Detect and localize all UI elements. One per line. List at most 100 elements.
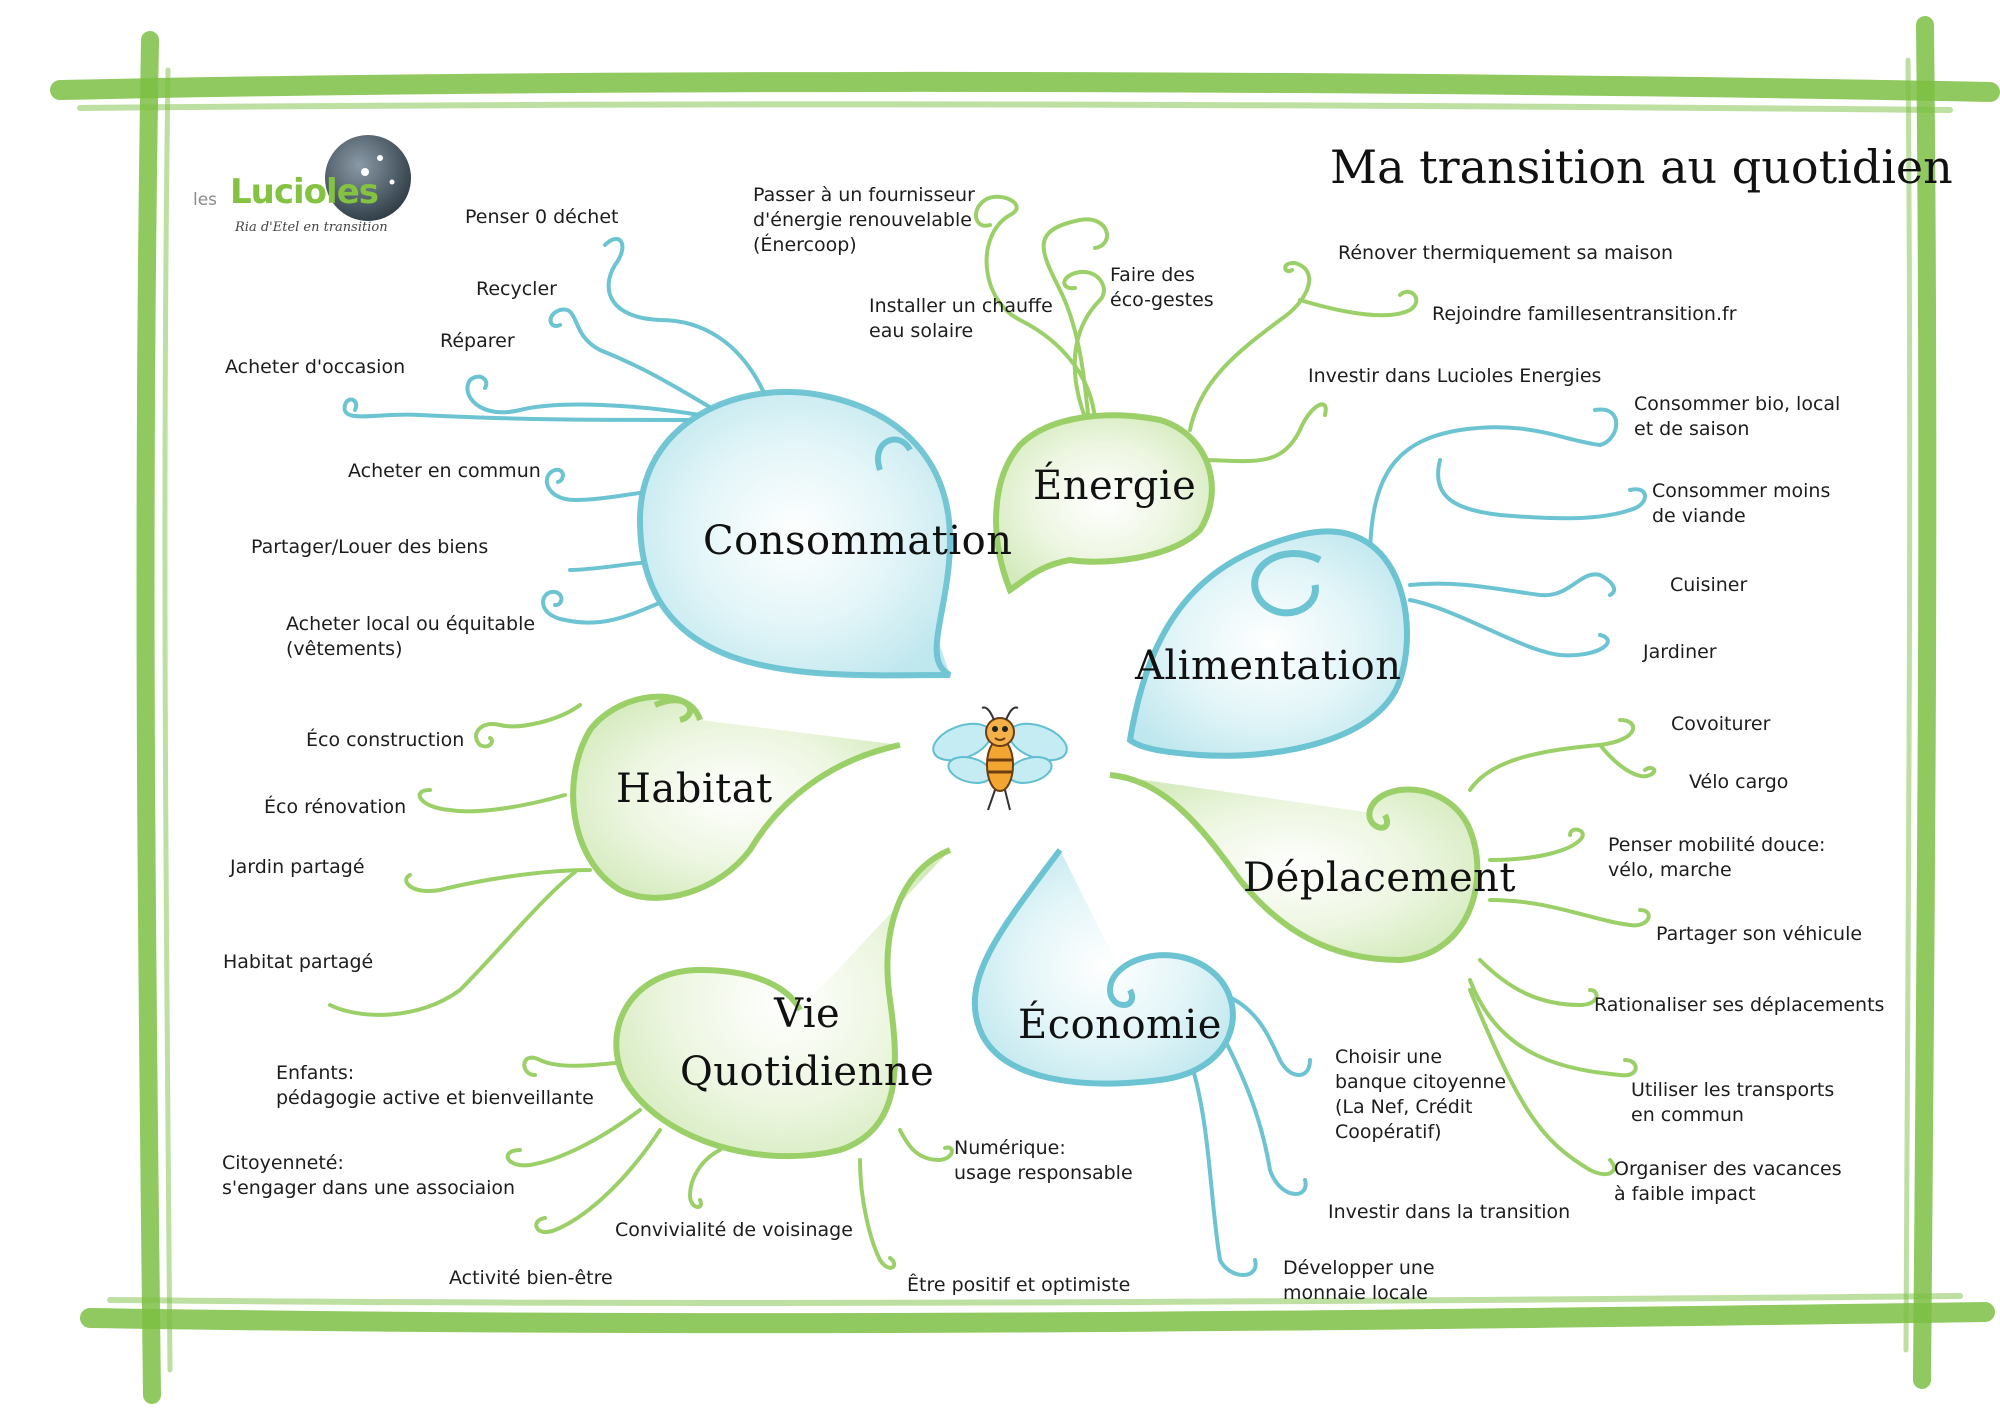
leaf-numerique: Numérique: usage responsable [954, 1136, 1133, 1186]
blob-alimentation [1126, 528, 1410, 759]
leaf-label-line: Habitat partagé [223, 951, 374, 973]
leaf-label-line: Partager/Louer des biens [251, 536, 489, 558]
leaf-label-line: Investir dans la transition [1328, 1201, 1571, 1223]
leaf-label-line: Jardiner [1643, 641, 1717, 663]
leaf-chauffe-eau: Installer un chauffe eau solaire [869, 294, 1053, 344]
leaf-eco-renovation: Éco rénovation [264, 795, 406, 820]
leaf-jardin-partage: Jardin partagé [230, 855, 365, 880]
leaf-label-line: s'engager dans une associaion [222, 1177, 516, 1199]
firefly-mascot-icon [932, 706, 1068, 811]
leaf-partager-vehicule: Partager son véhicule [1656, 922, 1862, 947]
leaf-label-line: Citoyenneté: [222, 1152, 344, 1174]
leaf-label-line: Utiliser les transports [1631, 1079, 1835, 1101]
hub-economie: Économie [1018, 1002, 1222, 1048]
leaf-label-line: Investir dans Lucioles Energies [1308, 365, 1602, 387]
leaf-investir-lucioles: Investir dans Lucioles Energies [1308, 364, 1601, 389]
hub-label-line: Énergie [1033, 463, 1197, 509]
leaf-label-line: Éco construction [306, 729, 465, 751]
leaf-fournisseur: Passer à un fournisseur d'énergie renouve… [753, 183, 975, 258]
logo-emblem [325, 135, 411, 221]
leaf-label-line: Convivialité de voisinage [615, 1219, 853, 1241]
leaf-rejoindre: Rejoindre famillesentransition.fr [1432, 302, 1737, 327]
leaf-label-line: éco-gestes [1110, 289, 1214, 311]
blob-deplacement [1109, 772, 1481, 964]
leaf-label-line: Être positif et optimiste [907, 1274, 1131, 1296]
leaf-label-line: Consommer bio, local [1634, 393, 1841, 415]
leaf-label-line: Réparer [440, 330, 515, 352]
leaf-label-line: Jardin partagé [230, 856, 365, 878]
leaf-label-line: en commun [1631, 1104, 1744, 1126]
leaf-label-line: d'énergie renouvelable [753, 209, 972, 231]
hub-label-line: Économie [1018, 1002, 1222, 1048]
leaf-label-line: Éco rénovation [264, 796, 407, 818]
leaf-renover: Rénover thermiquement sa maison [1338, 241, 1673, 266]
leaf-reparer: Réparer [440, 329, 515, 354]
leaf-label-line: Enfants: [276, 1062, 355, 1084]
hub-consommation: Consommation [703, 518, 1012, 564]
logo-name: Lucioles [230, 172, 379, 212]
leaf-label-line: (vêtements) [286, 638, 403, 660]
leaf-rationaliser: Rationaliser ses déplacements [1594, 993, 1884, 1018]
leaf-velo-cargo: Vélo cargo [1689, 770, 1788, 795]
leaf-recycler: Recycler [476, 277, 557, 302]
leaf-label-line: Coopératif) [1335, 1121, 1442, 1143]
leaf-label-line: Rénover thermiquement sa maison [1338, 242, 1674, 264]
hub-label-line: Consommation [703, 518, 1013, 564]
leaf-partager-louer: Partager/Louer des biens [251, 535, 488, 560]
leaf-label-line: Acheter en commun [348, 460, 541, 482]
frame-border [50, 16, 2000, 1404]
leaf-investir-transition: Investir dans la transition [1328, 1200, 1570, 1225]
blob-habitat [570, 693, 901, 901]
leaf-label-line: Acheter d'occasion [225, 356, 406, 378]
leaf-label-line: Acheter local ou équitable [286, 613, 536, 635]
leaf-label-line: Choisir une [1335, 1046, 1443, 1068]
logo-tagline: Ria d'Etel en transition [235, 220, 388, 235]
blob-economie [971, 848, 1236, 1087]
leaf-eco-construction: Éco construction [306, 728, 464, 753]
hub-deplacement: Déplacement [1243, 855, 1516, 901]
leaf-positif: Être positif et optimiste [907, 1273, 1130, 1298]
leaf-label-line: Rationaliser ses déplacements [1594, 994, 1885, 1016]
leaf-covoiturer: Covoiturer [1671, 712, 1770, 737]
leaf-label-line: Consommer moins [1652, 480, 1831, 502]
leaf-label-line: Numérique: [954, 1137, 1066, 1159]
leaf-label-line: Installer un chauffe [869, 295, 1053, 317]
leaf-label-line: et de saison [1634, 418, 1750, 440]
hub-label-line: Alimentation [1135, 643, 1402, 689]
logo: les Lucioles Ria d'Etel en transition [190, 138, 420, 243]
blob-energie [993, 412, 1215, 595]
leaf-label-line: Développer une [1283, 1257, 1435, 1279]
hub-label-line: Déplacement [1243, 855, 1516, 901]
leaf-label-line: (Énercoop) [753, 234, 857, 256]
leaf-label-line: de viande [1652, 505, 1746, 527]
leaf-label-line: usage responsable [954, 1162, 1133, 1184]
leaf-label-line: Rejoindre famillesentransition.fr [1432, 303, 1737, 325]
leaf-label-line: pédagogie active et bienveillante [276, 1087, 594, 1109]
leaf-label-line: Activité bien-être [449, 1267, 613, 1289]
hub-alimentation: Alimentation [1135, 643, 1401, 689]
leaf-label-line: Passer à un fournisseur [753, 184, 975, 206]
hub-habitat: Habitat [616, 766, 773, 812]
leaf-moins-viande: Consommer moins de viande [1652, 479, 1830, 529]
leaf-acheter-occasion: Acheter d'occasion [225, 355, 405, 380]
leaf-label-line: vélo, marche [1608, 859, 1732, 881]
leaf-cuisiner: Cuisiner [1670, 573, 1747, 598]
leaf-label-line: (La Nef, Crédit [1335, 1096, 1473, 1118]
leaf-label-line: Covoiturer [1671, 713, 1771, 735]
hub-label-line: Quotidienne [680, 1049, 935, 1095]
leaf-label-line: eau solaire [869, 320, 974, 342]
leaf-label-line: Partager son véhicule [1656, 923, 1863, 945]
leaf-label-line: Penser 0 déchet [465, 206, 619, 228]
leaf-label-line: Cuisiner [1670, 574, 1748, 596]
blob-vie-quotidienne [613, 847, 952, 1160]
connector-tendrils [328, 194, 1657, 1277]
logo-prefix: les [193, 190, 218, 210]
blob-consommation [636, 389, 954, 679]
leaf-citoyennete: Citoyenneté: s'engager dans une associaio… [222, 1151, 515, 1201]
leaf-convivialite: Convivialité de voisinage [615, 1218, 853, 1243]
